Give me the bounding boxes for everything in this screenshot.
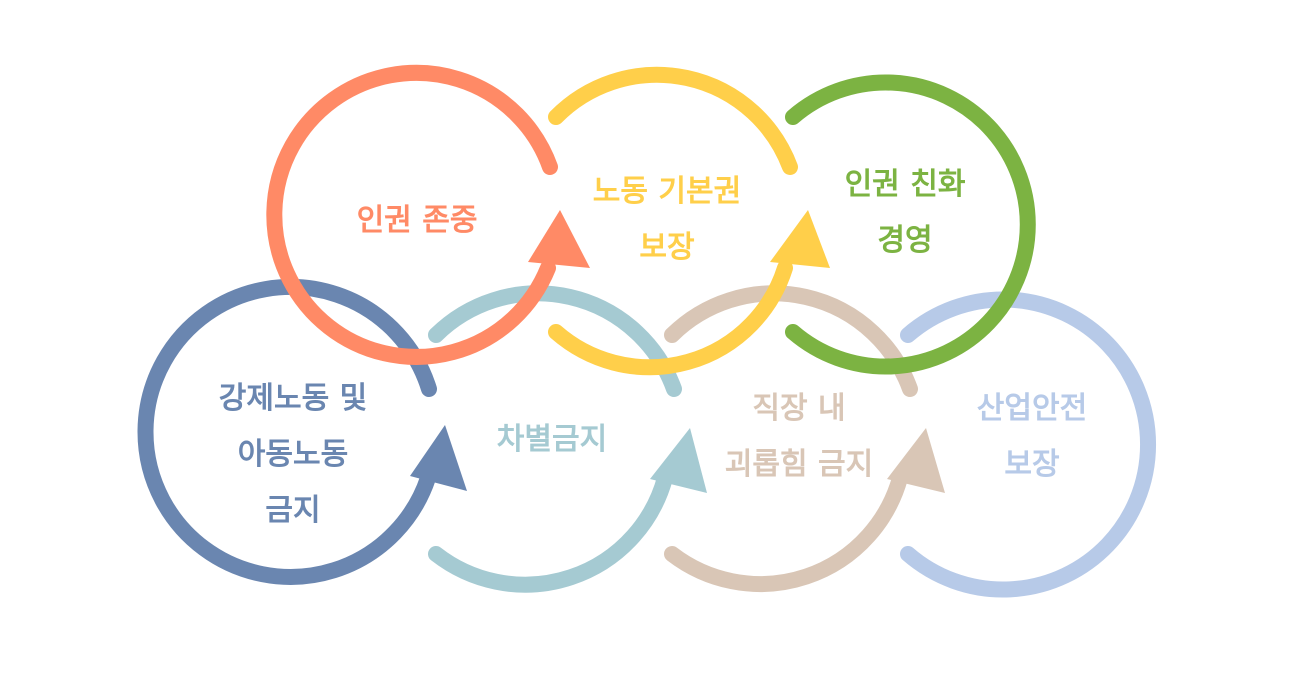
node-label-anti-harassment: 직장 내 괴롭힘 금지	[725, 381, 873, 493]
node-label-line: 차별금지	[496, 422, 608, 457]
node-label-line: 직장 내	[752, 391, 846, 426]
node-label-line: 금지	[265, 493, 321, 528]
node-label-line: 인권 존중	[356, 203, 478, 238]
node-label-line: 노동 기본권	[592, 174, 742, 209]
node-label-line: 보장	[1004, 447, 1060, 482]
node-label-forced-child-labor: 강제노동 및 아동노동 금지	[219, 371, 367, 539]
cycle-arc-labor-rights-lower	[548, 260, 793, 376]
cycle-arc-anti-harassment	[664, 285, 918, 397]
node-label-human-rights-respect: 인권 존중	[357, 193, 478, 249]
cycle-arc-human-rights-respect	[266, 64, 558, 365]
cycle-arc-anti-discrimination	[428, 285, 682, 397]
node-label-line: 산업안전	[976, 391, 1088, 426]
node-label-line: 강제노동 및	[218, 381, 368, 416]
node-label-line: 경영	[877, 223, 933, 258]
cycle-arc-labor-rights	[548, 66, 798, 175]
arrow-head-anti-discrimination-icon	[650, 428, 707, 493]
cycle-arc-human-rights-management	[785, 74, 1036, 375]
arrow-head-anti-harassment-icon	[887, 428, 945, 493]
arrow-head-labor-rights-icon	[770, 210, 830, 268]
node-label-line: 보장	[639, 230, 695, 265]
node-label-line: 괴롭힘 금지	[724, 447, 874, 482]
node-label-human-rights-management: 인권 친화 경영	[845, 157, 966, 269]
node-label-line: 인권 친화	[844, 167, 966, 202]
node-label-line: 아동노동	[237, 437, 349, 472]
arrow-head-forced-child-labor-icon	[410, 425, 467, 491]
cycle-arc-forced-child-labor	[137, 279, 437, 585]
cycle-arc-anti-discrimination-lower	[428, 470, 673, 593]
arrow-head-human-rights-respect-icon	[528, 210, 590, 268]
top-row	[266, 64, 1036, 376]
node-label-labor-rights: 노동 기본권 보장	[593, 164, 741, 276]
node-label-anti-discrimination: 차별금지	[497, 412, 607, 468]
node-label-industrial-safety: 산업안전 보장	[977, 381, 1087, 493]
cycle-arc-anti-harassment-lower	[664, 470, 908, 592]
